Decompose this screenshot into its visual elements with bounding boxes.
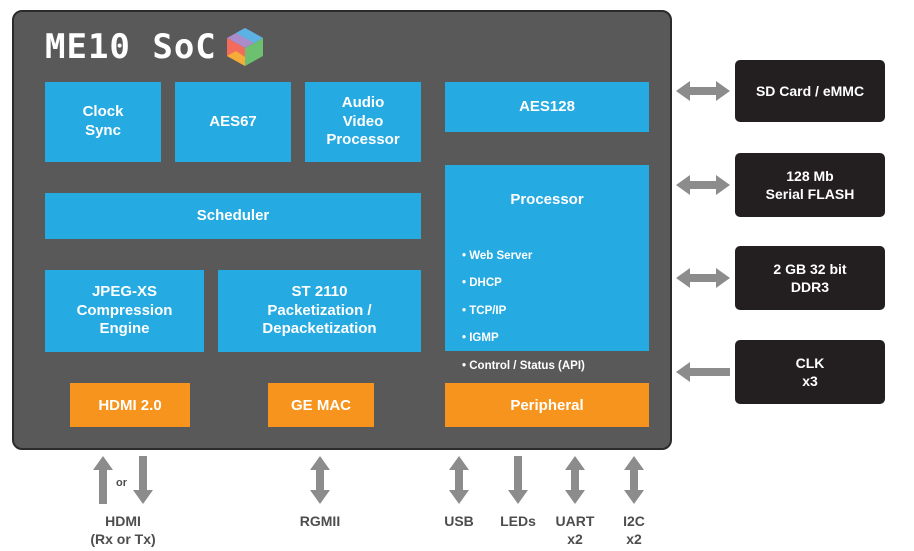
clock-sync-block: Clock Sync [45, 82, 161, 162]
processor-title: Processor [510, 191, 584, 208]
soc-title: ME10 SoC [45, 25, 265, 69]
hdmi-or-label: or [116, 477, 127, 489]
processor-feature-item: DHCP [462, 277, 632, 291]
hdmi-up-arrow [93, 456, 113, 504]
jpeg-xs-block: JPEG-XS Compression Engine [45, 270, 204, 352]
processor-feature-item: Control / Status (API) [462, 360, 632, 374]
sd-card-double-arrow [676, 81, 730, 101]
hdmi20-block: HDMI 2.0 [70, 383, 190, 427]
processor-feature-item: IGMP [462, 332, 632, 346]
soc-title-text: ME10 SoC [45, 27, 217, 67]
hdmi-down-arrow [133, 456, 153, 504]
usb-interface-label: USB [444, 513, 474, 529]
rgmii-double-arrow [310, 456, 330, 504]
ge-mac-block: GE MAC [268, 383, 374, 427]
scheduler-block: Scheduler [45, 193, 421, 239]
aes67-block: AES67 [175, 82, 291, 162]
i2c-double-arrow [624, 456, 644, 504]
leds-interface-label: LEDs [500, 513, 536, 529]
ddr3-double-arrow [676, 268, 730, 288]
sd-card-emmc-box: SD Card / eMMC [735, 60, 885, 122]
leds-down-arrow [508, 456, 528, 504]
peripheral-block: Peripheral [445, 383, 649, 427]
serial-flash-box: 128 Mb Serial FLASH [735, 153, 885, 217]
st2110-block: ST 2110 Packetization / Depacketization [218, 270, 421, 352]
i2c-interface-label: I2C x2 [623, 513, 645, 548]
hdmi-interface-label: HDMI (Rx or Tx) [90, 513, 156, 548]
cube-logo-icon [226, 28, 263, 66]
processor-block: Processor Web Server DHCP TCP/IP IGMP Co… [445, 165, 649, 372]
processor-feature-list: Web Server DHCP TCP/IP IGMP Control / St… [462, 236, 632, 388]
audio-video-processor-block: Audio Video Processor [305, 82, 421, 162]
processor-feature-item: Web Server [462, 250, 632, 264]
aes128-block: AES128 [445, 82, 649, 132]
usb-double-arrow [449, 456, 469, 504]
processor-feature-item: TCP/IP [462, 305, 632, 319]
uart-interface-label: UART x2 [555, 513, 595, 548]
ddr3-box: 2 GB 32 bit DDR3 [735, 246, 885, 310]
uart-double-arrow [565, 456, 585, 504]
clk-box: CLK x3 [735, 340, 885, 404]
flash-double-arrow [676, 175, 730, 195]
clk-in-arrow [676, 362, 730, 382]
rgmii-interface-label: RGMII [299, 513, 341, 529]
